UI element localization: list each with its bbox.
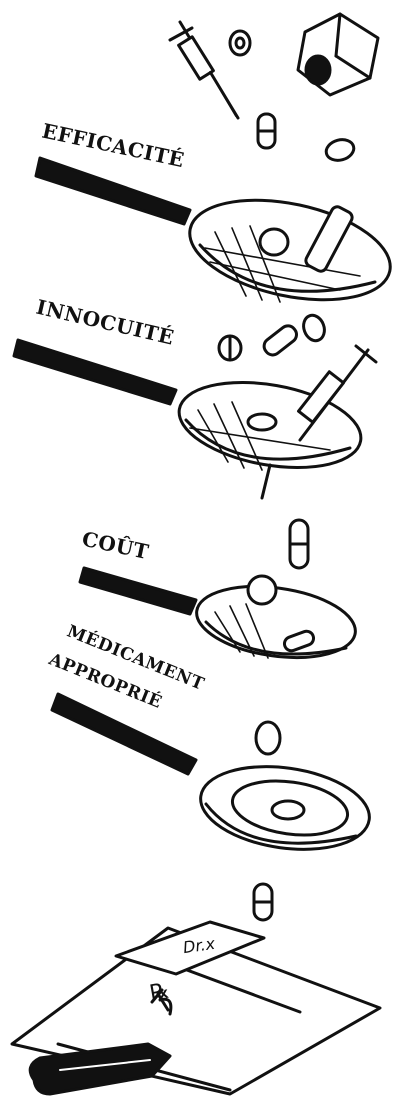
capsule-icon <box>261 323 300 359</box>
strainer-icon <box>36 158 399 316</box>
capsule-icon <box>258 114 275 148</box>
rx-symbol: ℞ <box>148 978 172 1006</box>
tablet-icon <box>324 137 356 164</box>
strainer-icon <box>52 694 375 859</box>
tablet-icon <box>256 722 280 754</box>
tablet-icon <box>300 312 328 343</box>
syringe-icon <box>170 22 238 118</box>
capsule-icon <box>290 520 308 568</box>
strainer-icon <box>14 340 376 498</box>
tablet-icon <box>219 336 241 360</box>
tablet-icon <box>230 31 250 55</box>
pill-bottle-icon <box>298 14 378 95</box>
capsule-icon <box>254 884 272 920</box>
